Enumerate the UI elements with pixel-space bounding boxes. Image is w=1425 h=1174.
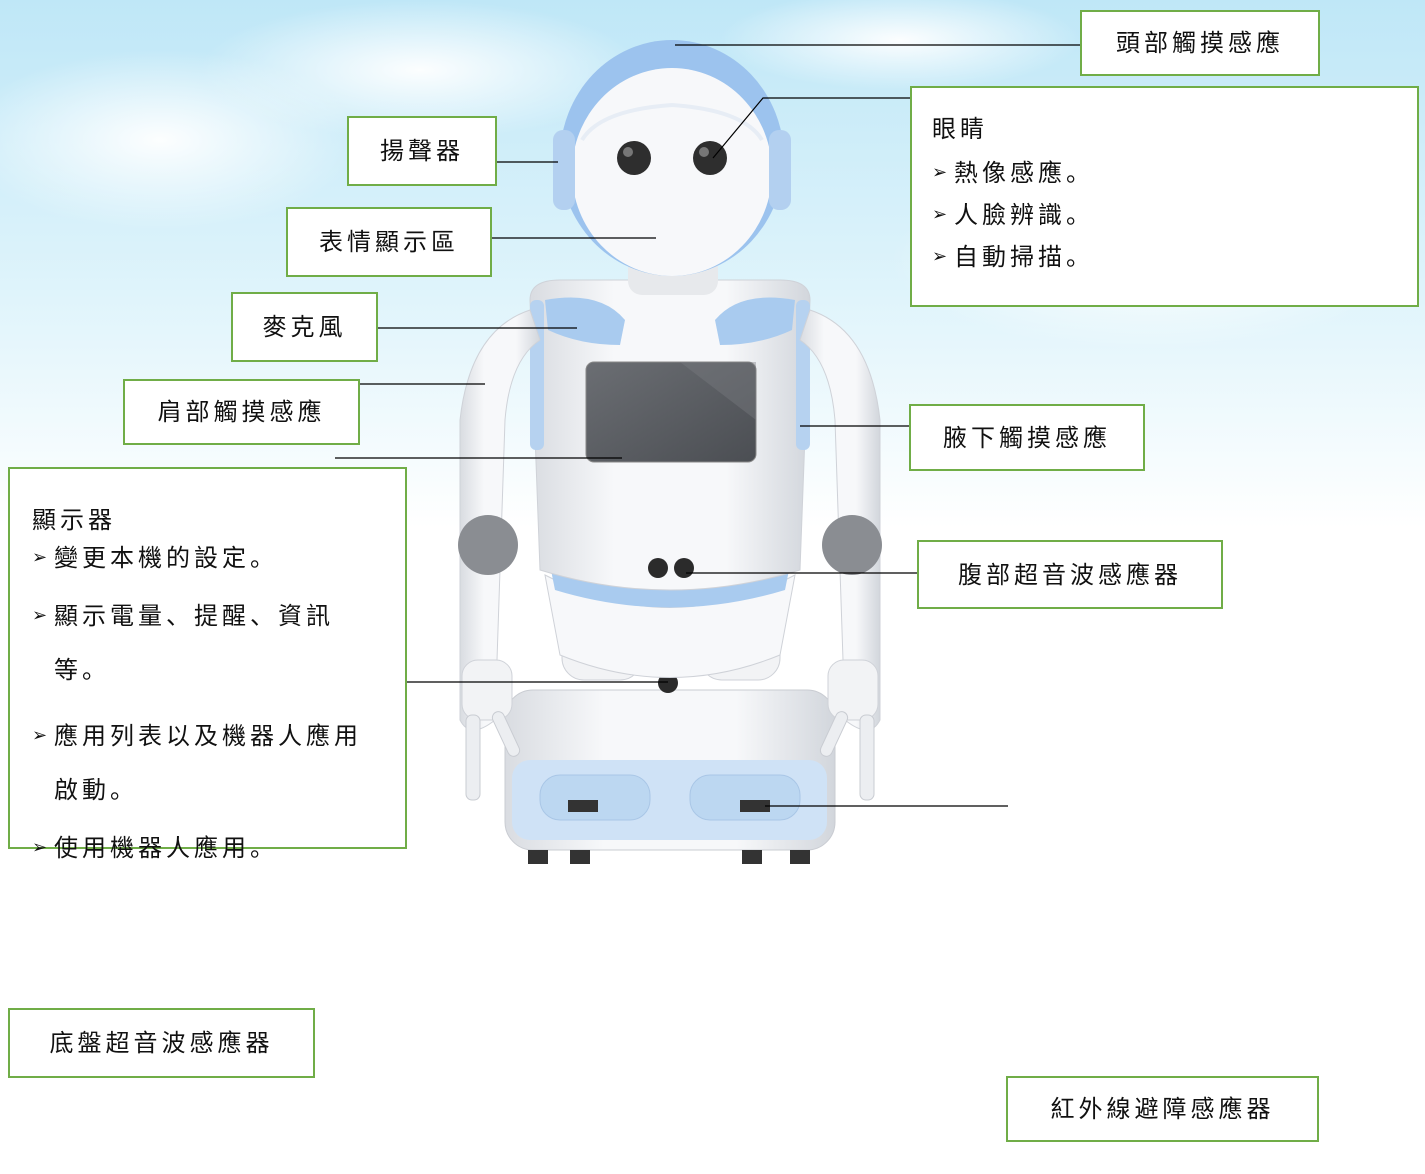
bullet-arrow-icon: ➢ bbox=[32, 837, 48, 858]
label-expression-display-text: 表情顯示區 bbox=[319, 228, 459, 256]
label-infrared-obstacle: 紅外線避障感應器 bbox=[1006, 1076, 1319, 1142]
display-title: 顯示器 bbox=[32, 506, 116, 534]
chest-screen bbox=[585, 361, 757, 463]
bullet-arrow-icon: ➢ bbox=[32, 725, 48, 746]
label-underarm-touch-text: 腋下觸摸感應 bbox=[943, 423, 1111, 452]
display-item: ➢ 顯示電量、提醒、資訊等。 bbox=[32, 589, 387, 697]
ear-speaker-right bbox=[769, 130, 791, 210]
display-item-text: 應用列表以及機器人應用啟動。 bbox=[54, 722, 362, 804]
label-shoulder-touch-text: 肩部觸摸感應 bbox=[157, 398, 326, 426]
bullet-arrow-icon: ➢ bbox=[932, 162, 948, 183]
display-item-text: 顯示電量、提醒、資訊等。 bbox=[54, 602, 334, 684]
eyes-item-text: 人臉辨識。 bbox=[954, 201, 1094, 229]
display-item-text: 使用機器人應用。 bbox=[54, 834, 278, 862]
eyes-item: ➢ 人臉辨識。 bbox=[932, 196, 1417, 234]
label-microphone-text: 麥克風 bbox=[262, 313, 347, 341]
label-abdomen-ultrasonic: 腹部超音波感應器 bbox=[917, 540, 1223, 609]
eyes-item: ➢ 自動掃描。 bbox=[932, 238, 1417, 276]
label-shoulder-touch: 肩部觸摸感應 bbox=[123, 379, 360, 445]
eyes-item: ➢ 熱像感應。 bbox=[932, 154, 1417, 192]
eyes-item-text: 熱像感應。 bbox=[954, 159, 1094, 187]
eyes-title: 眼睛 bbox=[932, 115, 988, 143]
label-abdomen-ultrasonic-text: 腹部超音波感應器 bbox=[958, 560, 1182, 589]
label-chassis-ultrasonic-text: 底盤超音波感應器 bbox=[49, 1029, 274, 1057]
shoulder-pad-left bbox=[545, 297, 625, 345]
label-underarm-touch: 腋下觸摸感應 bbox=[909, 404, 1145, 471]
bullet-arrow-icon: ➢ bbox=[932, 246, 948, 267]
display-item: ➢ 使用機器人應用。 bbox=[32, 829, 387, 867]
shoulder-pad-right bbox=[715, 297, 795, 345]
label-head-touch-text: 頭部觸摸感應 bbox=[1116, 29, 1284, 57]
label-chassis-ultrasonic: 底盤超音波感應器 bbox=[8, 1008, 315, 1078]
bullet-arrow-icon: ➢ bbox=[932, 204, 948, 225]
label-head-touch-sensor: 頭部觸摸感應 bbox=[1080, 10, 1320, 76]
leader-eyes bbox=[712, 97, 912, 159]
eyes-item-text: 自動掃描。 bbox=[954, 243, 1094, 271]
display-item: ➢ 應用列表以及機器人應用啟動。 bbox=[32, 709, 387, 817]
bullet-arrow-icon: ➢ bbox=[32, 547, 48, 568]
label-speaker-text: 揚聲器 bbox=[380, 137, 464, 165]
label-eyes: 眼睛 ➢ 熱像感應。 ➢ 人臉辨識。 ➢ 自動掃描。 bbox=[910, 86, 1419, 307]
abdomen-sensor-left bbox=[648, 558, 668, 578]
infrared-window-left bbox=[539, 774, 651, 821]
ear-speaker-left bbox=[553, 130, 575, 210]
infrared-window-right bbox=[689, 774, 801, 821]
label-display: 顯示器 ➢ 變更本機的設定。 ➢ 顯示電量、提醒、資訊等。 ➢ 應用列表以及機器… bbox=[8, 467, 407, 862]
label-speaker: 揚聲器 bbox=[347, 116, 497, 186]
bullet-arrow-icon: ➢ bbox=[32, 605, 48, 626]
label-expression-display: 表情顯示區 bbox=[286, 207, 492, 277]
label-microphone: 麥克風 bbox=[231, 292, 378, 362]
label-infrared-obstacle-text: 紅外線避障感應器 bbox=[1050, 1095, 1275, 1123]
display-item: ➢ 變更本機的設定。 bbox=[32, 539, 387, 577]
display-item-text: 變更本機的設定。 bbox=[54, 544, 278, 572]
